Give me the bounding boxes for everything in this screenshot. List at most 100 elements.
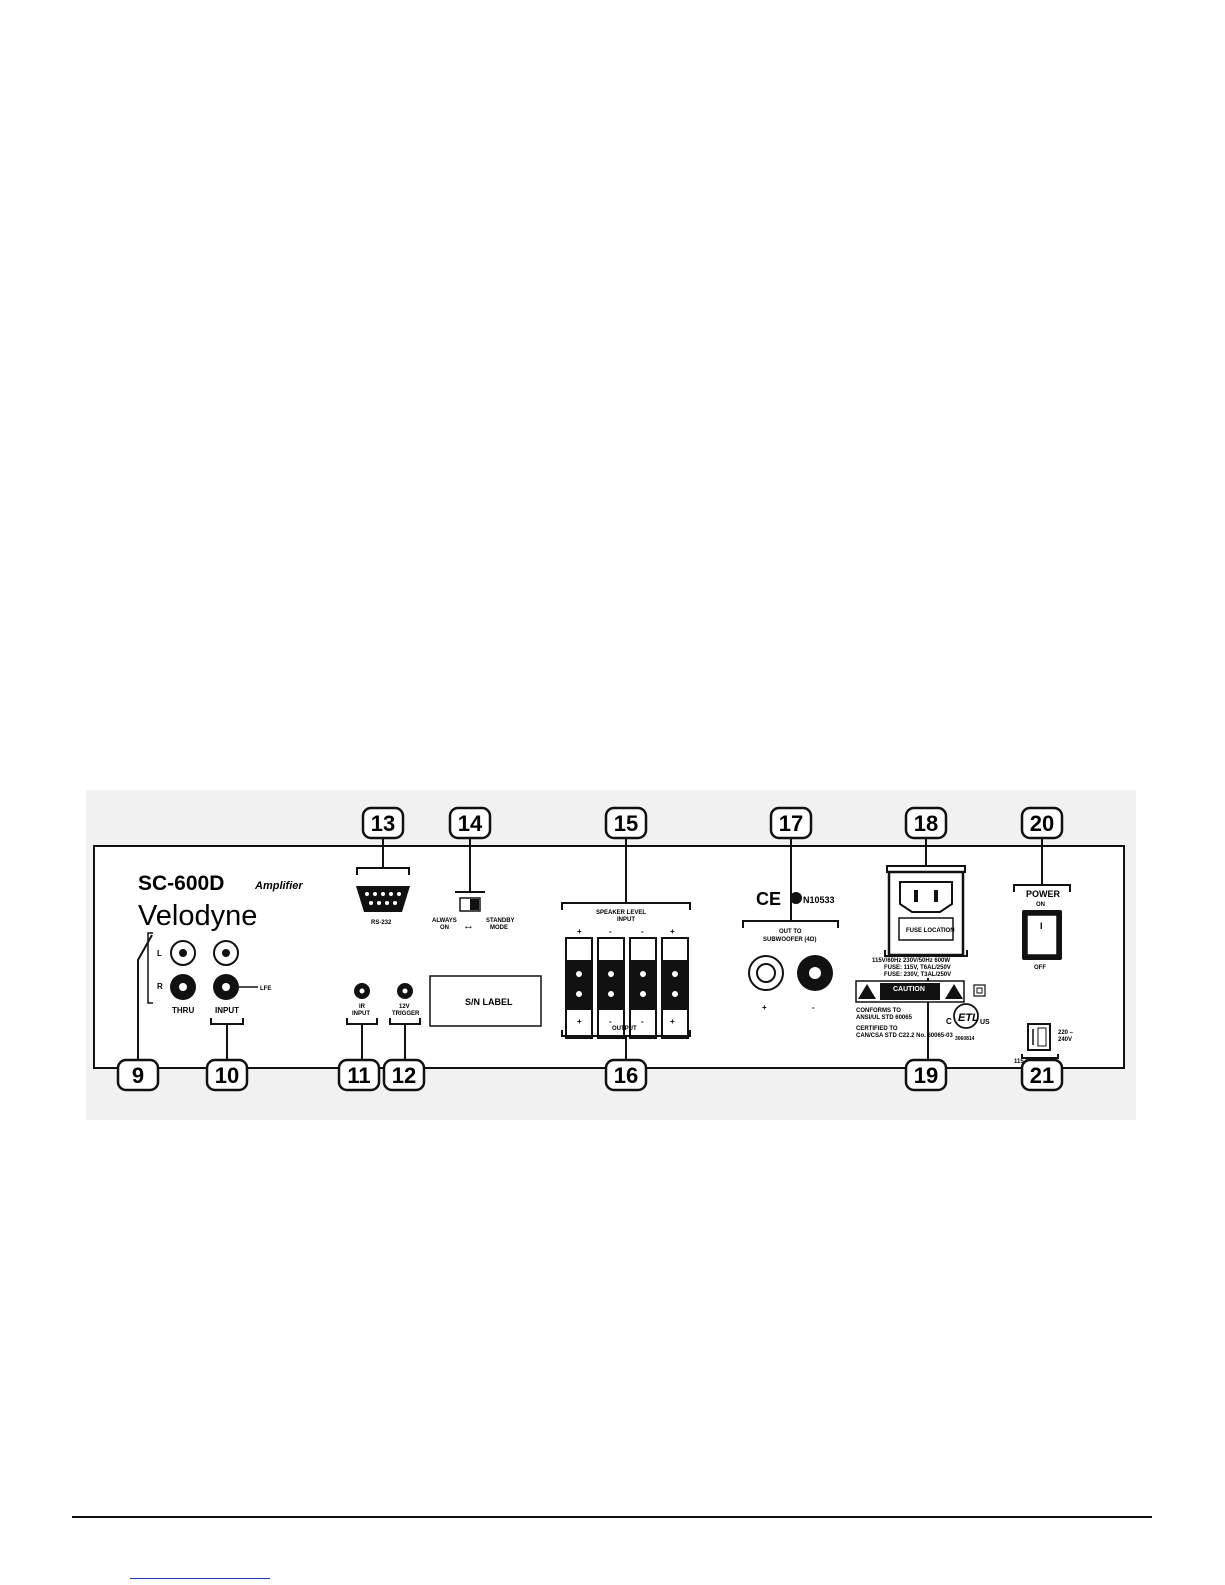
power-on-label: ON xyxy=(1036,902,1045,908)
callout-21: 21 xyxy=(1020,1058,1064,1092)
power-inlet[interactable]: FUSE LOCATION xyxy=(884,836,968,957)
model-text: SC-600D xyxy=(138,872,224,895)
thru-label: THRU xyxy=(172,1006,194,1015)
svg-text:18: 18 xyxy=(914,811,938,836)
svg-text:9: 9 xyxy=(132,1063,144,1088)
footer-rule xyxy=(72,1516,1152,1518)
trigger-label-2: TRIGGER xyxy=(392,1011,420,1017)
callout-10: 10 xyxy=(205,1058,249,1092)
fuse-rating-line-2: FUSE: 115V, T6AL/250V xyxy=(884,965,951,971)
callout-20: 20 xyxy=(1020,806,1064,840)
v230-label-1: 220 – xyxy=(1058,1030,1074,1036)
svg-text:21: 21 xyxy=(1030,1063,1054,1088)
svg-text:13: 13 xyxy=(371,811,395,836)
conforms-line-1: CONFORMS TO xyxy=(856,1008,901,1014)
svg-text:11: 11 xyxy=(347,1063,370,1088)
callout-9: 9 xyxy=(116,1058,160,1092)
etl-mark-icon: ETL C US 3060814 xyxy=(946,1003,990,1042)
maker-logo: Velodyne xyxy=(138,900,257,932)
always-on-label-2: ON xyxy=(440,925,449,931)
svg-text:15: 15 xyxy=(614,811,638,836)
top-sign-4: + xyxy=(670,927,675,936)
n-code-label: N10533 xyxy=(803,895,835,905)
speaker-level-label-2: INPUT xyxy=(617,917,635,923)
warning-triangle-icon xyxy=(858,984,876,999)
svg-text:20: 20 xyxy=(1030,811,1054,836)
output-label: OUTPUT xyxy=(612,1026,637,1032)
power-label: POWER xyxy=(1026,889,1061,899)
rs232-label: RS-232 xyxy=(371,920,392,926)
callout-13: 13 xyxy=(361,806,405,840)
callout-11: 11 xyxy=(337,1058,381,1092)
svg-text:19: 19 xyxy=(914,1063,938,1088)
speaker-terminal-3[interactable] xyxy=(629,937,657,1039)
speaker-terminal-2[interactable] xyxy=(597,937,625,1039)
callout-17: 17 xyxy=(769,806,813,840)
v115-label: 115 V xyxy=(1014,1059,1029,1065)
always-on-label-1: ALWAYS xyxy=(432,918,457,924)
model-suffix-text: Amplifier xyxy=(254,880,303,892)
input-label: INPUT xyxy=(215,1006,239,1015)
ir-input-label-2: INPUT xyxy=(352,1011,370,1017)
svg-text:12: 12 xyxy=(392,1063,416,1088)
lfe-label: LFE xyxy=(260,986,271,992)
standby-label-1: STANDBY xyxy=(486,918,515,924)
bottom-sign-4: + xyxy=(670,1017,675,1026)
rs232-port[interactable]: RS-232 xyxy=(356,836,410,926)
fuse-location-label: FUSE LOCATION xyxy=(906,928,955,934)
top-sign-2: - xyxy=(609,927,612,936)
sub-plus-label: + xyxy=(762,1003,767,1012)
rca-right-label: R xyxy=(157,982,163,991)
top-sign-3: - xyxy=(641,927,644,936)
subwoofer-output: CE N10533 OUT TO SUBWOOFER (4Ω) + - xyxy=(742,836,839,1012)
svg-text:16: 16 xyxy=(614,1063,638,1088)
power-switch-i: I xyxy=(1040,921,1043,931)
fuse-rating-line-1: 115V/60Hz 230V/50Hz 600W xyxy=(872,958,950,964)
sub-minus-label: - xyxy=(812,1003,815,1012)
etl-code-label: 3060814 xyxy=(955,1036,975,1042)
svg-text:10: 10 xyxy=(215,1063,239,1088)
rca-left-label: L xyxy=(157,949,162,958)
bottom-sign-3: - xyxy=(641,1017,644,1026)
standby-mode-switch[interactable]: ALWAYS ON ↔ STANDBY MODE xyxy=(432,836,515,932)
certified-line-2: CAN/CSA STD C22.2 No. 60065-03 xyxy=(856,1033,953,1039)
svg-text:17: 17 xyxy=(779,811,803,836)
caution-label: CAUTION xyxy=(855,980,986,1003)
top-sign-1: + xyxy=(577,927,582,936)
callout-15: 15 xyxy=(604,806,648,840)
footer-link-underline[interactable] xyxy=(130,1578,270,1579)
ce-mark: CE xyxy=(756,889,781,909)
certified-line-1: CERTIFIED TO xyxy=(856,1026,898,1032)
trigger-label-1: 12V xyxy=(399,1004,410,1010)
power-off-label: OFF xyxy=(1034,965,1046,971)
etl-us-label: US xyxy=(980,1019,990,1026)
speaker-level-label-1: SPEAKER LEVEL xyxy=(596,910,646,916)
conforms-line-2: ANSI/UL STD 60065 xyxy=(856,1015,913,1021)
callout-14: 14 xyxy=(448,806,492,840)
arrow-icon: ↔ xyxy=(463,920,474,932)
sn-label-box xyxy=(429,975,542,1027)
svg-text:ETL: ETL xyxy=(958,1012,979,1024)
standby-label-2: MODE xyxy=(490,925,508,931)
bottom-sign-1: + xyxy=(577,1017,582,1026)
power-switch[interactable]: POWER ON I OFF xyxy=(1013,836,1071,971)
callout-16: 16 xyxy=(604,1058,648,1092)
caution-text: CAUTION xyxy=(893,986,925,993)
callout-19: 19 xyxy=(904,1058,948,1092)
callout-12: 12 xyxy=(382,1058,426,1092)
ir-input-label-1: IR xyxy=(359,1004,366,1010)
warning-triangle-icon-right xyxy=(945,984,963,999)
ir-input-jack[interactable]: IR INPUT xyxy=(346,983,378,1070)
speaker-terminal-4[interactable] xyxy=(661,937,689,1039)
etl-c-label: C xyxy=(946,1017,952,1026)
speaker-level-terminals: SPEAKER LEVEL INPUT + - - + + - - xyxy=(561,836,691,1070)
trigger-jack[interactable]: 12V TRIGGER xyxy=(389,983,421,1070)
callout-18: 18 xyxy=(904,806,948,840)
out-to-label-1: OUT TO xyxy=(779,929,802,935)
svg-text:14: 14 xyxy=(458,811,483,836)
out-to-label-2: SUBWOOFER (4Ω) xyxy=(763,937,816,943)
speaker-terminal-1[interactable] xyxy=(565,937,593,1039)
rca-inputs: L R LFE THRU INPUT xyxy=(137,932,271,1070)
fuse-rating-line-3: FUSE: 230V, T3AL/250V xyxy=(884,972,951,978)
